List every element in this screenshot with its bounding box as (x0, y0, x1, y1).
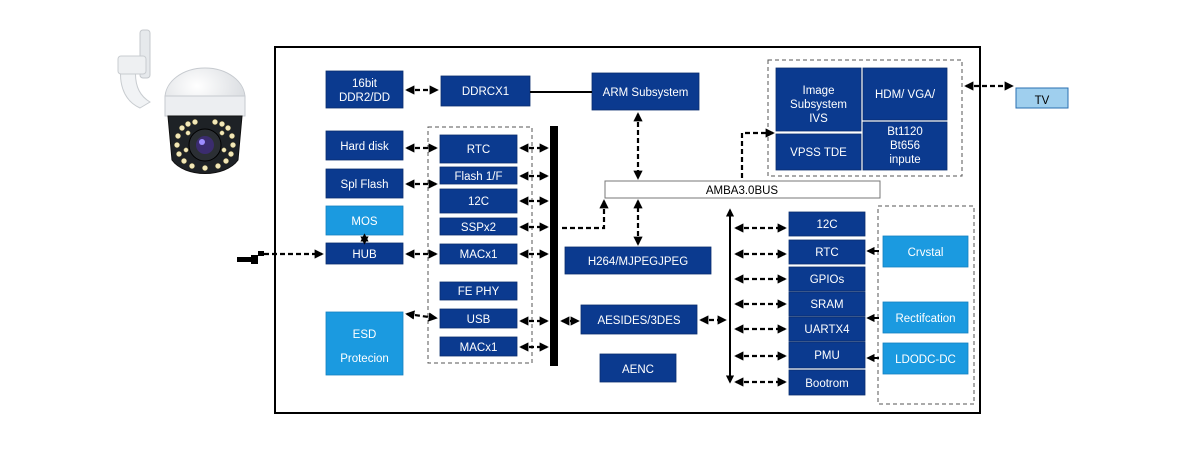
ethernet-cable-icon (237, 251, 264, 264)
block-vpss-tde: VPSS TDE (775, 133, 862, 171)
svg-text:TV: TV (1035, 95, 1050, 107)
block-rectification: Rectifcation (882, 301, 969, 334)
video-output-group (767, 59, 963, 177)
block-macx1-b: MACx1 (439, 336, 518, 357)
block-h264: H264/MJPEGJPEG (564, 246, 712, 275)
svg-text:USB: USB (467, 314, 491, 326)
svg-text:GPIOs: GPIOs (810, 274, 845, 286)
svg-text:RTC: RTC (815, 247, 838, 259)
block-aes: AESIDES/3DES (580, 304, 698, 335)
block-ldo: LDODC-DC (882, 342, 969, 375)
block-spi-flash: Spl Flash (325, 168, 404, 199)
svg-text:PMU: PMU (814, 350, 840, 362)
svg-text:12C: 12C (816, 219, 837, 231)
svg-text:Rectifcation: Rectifcation (895, 313, 955, 325)
svg-text:MOS: MOS (351, 216, 378, 228)
svg-text:LDODC-DC: LDODC-DC (895, 354, 956, 366)
svg-text:12C: 12C (468, 196, 489, 208)
block-pmu: PMU (788, 341, 866, 369)
block-macx1-a: MACx1 (439, 243, 518, 265)
block-mos: MOS (325, 205, 404, 236)
svg-text:SSPx2: SSPx2 (461, 222, 496, 234)
camera-image (117, 29, 246, 174)
svg-text:ARM Subsystem: ARM Subsystem (603, 87, 689, 99)
svg-text:AMBA3.0BUS: AMBA3.0BUS (706, 185, 779, 197)
block-sram: SRAM (788, 291, 866, 317)
svg-text:MACx1: MACx1 (460, 249, 498, 261)
svg-text:FE PHY: FE PHY (458, 286, 500, 298)
svg-text:HUB: HUB (352, 249, 377, 261)
left-bus-bar (550, 126, 558, 366)
block-i2c-left: 12C (439, 188, 518, 214)
ddr-line1: 16bit (352, 78, 378, 90)
block-usb: USB (439, 308, 518, 329)
svg-text:Spl Flash: Spl Flash (341, 179, 389, 191)
svg-text:VPSS TDE: VPSS TDE (790, 147, 847, 159)
block-flash-if: Flash 1/F (439, 166, 518, 185)
connectors (264, 81, 1014, 387)
svg-text:HDM/ VGA/: HDM/ VGA/ (875, 89, 936, 101)
block-hub: HUB (325, 242, 404, 265)
svg-text:H264/MJPEGJPEG: H264/MJPEGJPEG (588, 256, 688, 268)
block-fe-phy: FE PHY (439, 281, 518, 301)
left-peripheral-group (427, 126, 533, 364)
block-sspx2: SSPx2 (439, 217, 518, 236)
svg-text:MACx1: MACx1 (460, 342, 498, 354)
block-hdmi-vga: HDM/ VGA/ (862, 67, 948, 121)
svg-text:RTC: RTC (467, 144, 490, 156)
svg-text:SRAM: SRAM (810, 299, 843, 311)
block-aenc: AENC (599, 353, 677, 383)
block-gpios: GPIOs (788, 266, 866, 292)
block-tv: TV (1015, 87, 1069, 109)
svg-text:AENC: AENC (622, 364, 654, 376)
block-crystal: Crvstal (882, 235, 969, 268)
block-i2c-right: 12C (788, 211, 866, 237)
block-amba-bus: AMBA3.0BUS (604, 180, 881, 199)
block-rtc-right: RTC (788, 239, 866, 265)
svg-text:UARTX4: UARTX4 (804, 324, 850, 336)
soc-frame (274, 46, 981, 414)
svg-text:Crvstal: Crvstal (908, 247, 944, 259)
block-arm-subsystem: ARM Subsystem (591, 72, 700, 111)
ddr-line2: DDR2/DD (339, 92, 390, 104)
svg-text:Flash 1/F: Flash 1/F (455, 171, 503, 183)
block-rtc-left: RTC (439, 134, 518, 164)
svg-text:AESIDES/3DES: AESIDES/3DES (597, 315, 680, 327)
block-bootrom: Bootrom (788, 369, 866, 396)
svg-text:Bootrom: Bootrom (805, 378, 848, 390)
block-hard-disk: Hard disk (325, 130, 404, 161)
svg-text:DDRCX1: DDRCX1 (462, 86, 509, 98)
block-ddrc: DDRCX1 (440, 75, 531, 107)
svg-text:Hard disk: Hard disk (340, 141, 389, 153)
block-uart: UARTX4 (788, 316, 866, 342)
